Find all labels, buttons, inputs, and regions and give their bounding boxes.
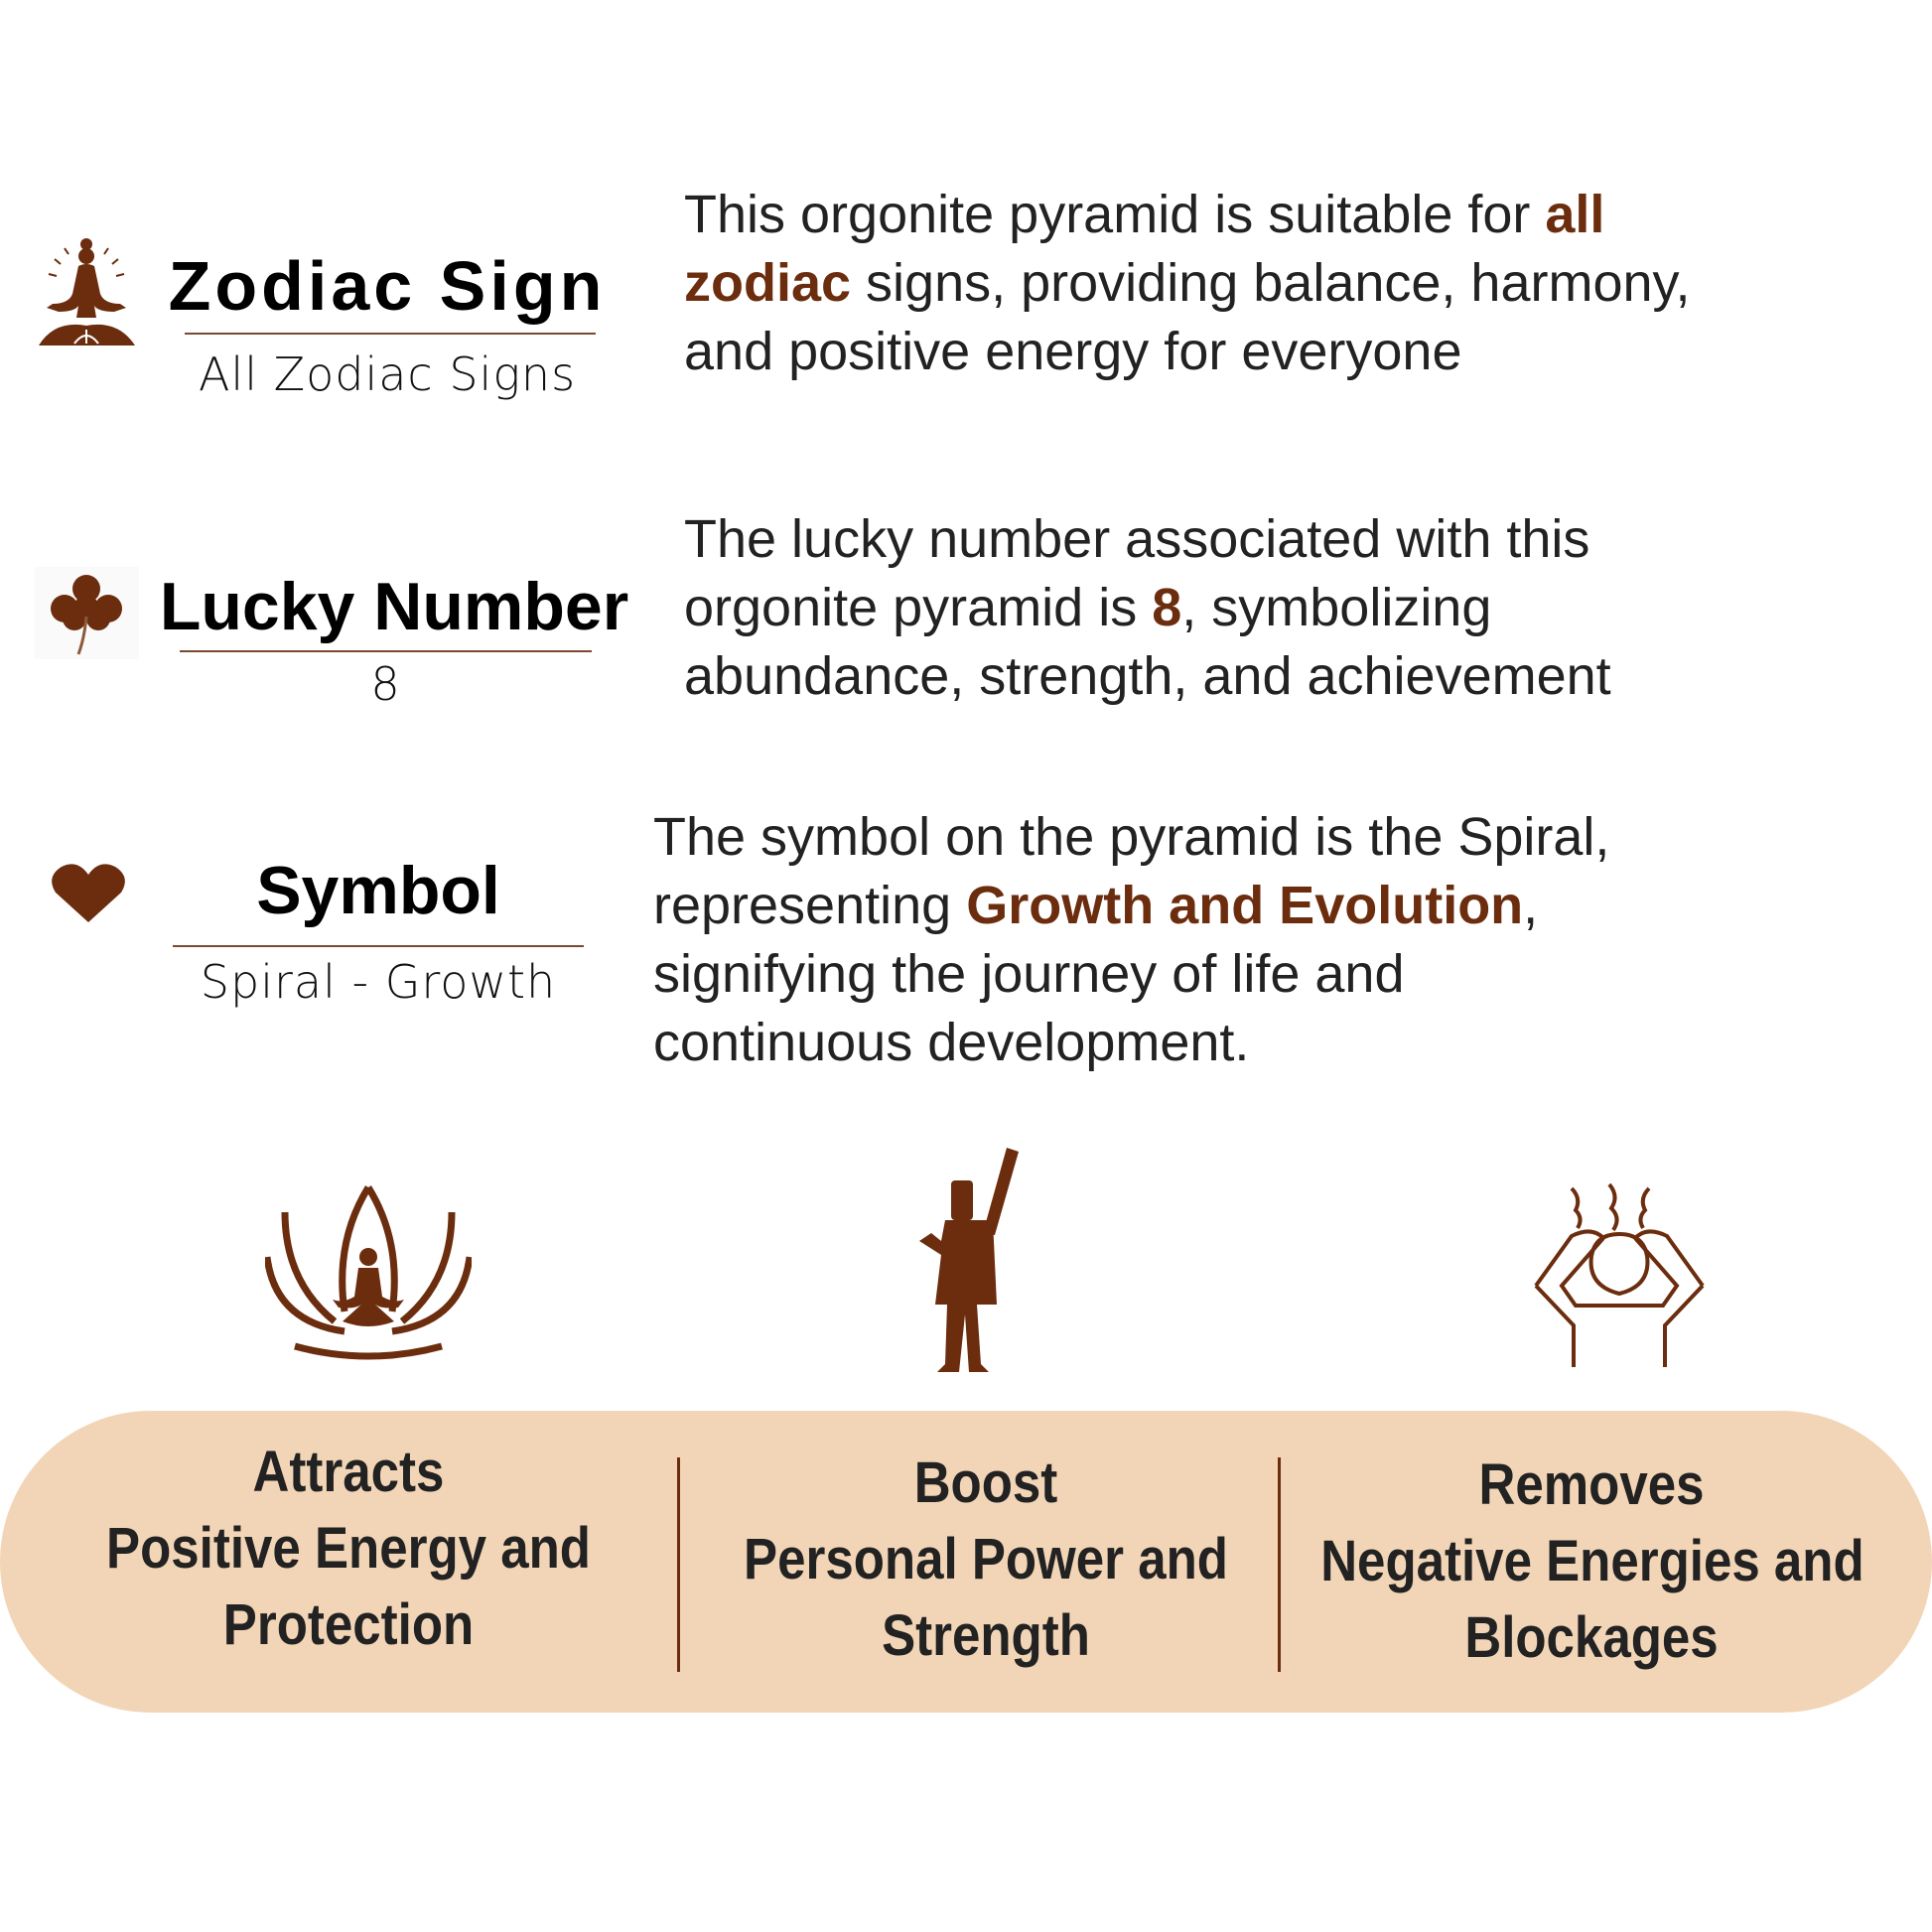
description-text: and positive energy for everyone [684, 322, 1462, 381]
zodiac-description: This orgonite pyramid is suitable for al… [684, 181, 1691, 386]
description-line: continuous development. [653, 1009, 1609, 1077]
benefit-personal-power: Boost Personal Power and Strength [724, 1445, 1248, 1674]
description-text: orgonite pyramid is [684, 578, 1153, 637]
symbol-title: Symbol [256, 853, 500, 928]
benefits-banner [0, 1411, 1932, 1713]
description-text: , symbolizing [1181, 578, 1492, 637]
description-line: abundance, strength, and achievement [684, 642, 1611, 711]
lucky-number-title: Lucky Number [159, 569, 629, 644]
benefit-line: Boost [913, 1450, 1058, 1515]
benefit-line: Positive Energy and [106, 1516, 591, 1581]
lucky-number-divider [180, 650, 592, 652]
description-text: signs, providing balance, harmony, [851, 253, 1691, 313]
zodiac-value: All Zodiac Signs [198, 347, 577, 401]
description-line: This orgonite pyramid is suitable for al… [684, 181, 1691, 249]
zodiac-title: Zodiac Sign [168, 247, 607, 325]
benefit-line: Protection [222, 1592, 475, 1657]
meditating-figure-icon [35, 234, 139, 351]
benefit-divider [1278, 1457, 1281, 1672]
benefit-line: Removes [1478, 1452, 1705, 1517]
benefit-line: Blockages [1464, 1605, 1719, 1670]
symbol-divider [173, 945, 584, 947]
description-line: and positive energy for everyone [684, 318, 1691, 386]
lucky-number-value: 8 [370, 657, 401, 711]
highlight-text: Growth and Evolution [966, 876, 1524, 935]
benefit-line: Personal Power and [744, 1527, 1228, 1591]
zodiac-divider [185, 333, 596, 335]
benefit-line: Strength [882, 1603, 1090, 1668]
description-line: representing Growth and Evolution, [653, 872, 1609, 940]
benefit-removes-negative: Removes Negative Energies and Blockages [1320, 1447, 1863, 1676]
description-text: abundance, strength, and achievement [684, 646, 1611, 706]
description-text: , [1523, 876, 1539, 935]
description-text: representing [653, 876, 967, 935]
symbol-description: The symbol on the pyramid is the Spiral,… [653, 803, 1609, 1077]
benefit-divider [677, 1457, 680, 1672]
symbol-value: Spiral - Growth [200, 955, 557, 1009]
description-text: This orgonite pyramid is suitable for [684, 185, 1546, 244]
description-text: signifying the journey of life and [653, 944, 1405, 1004]
clover-icon [35, 567, 139, 659]
description-text: continuous development. [653, 1013, 1250, 1072]
description-text: The lucky number associated with this [684, 509, 1590, 569]
description-line: orgonite pyramid is 8, symbolizing [684, 574, 1611, 642]
stressed-head-icon [1532, 1176, 1707, 1368]
highlight-text: 8 [1152, 578, 1182, 637]
benefit-positive-energy: Attracts Positive Energy and Protection [86, 1434, 611, 1663]
highlight-text: zodiac [684, 253, 852, 313]
lotus-meditation-icon [265, 1182, 472, 1368]
benefit-line: Attracts [252, 1440, 445, 1504]
description-line: signifying the journey of life and [653, 940, 1609, 1009]
benefit-line: Negative Energies and [1320, 1529, 1864, 1593]
description-line: zodiac signs, providing balance, harmony… [684, 249, 1691, 318]
description-line: The symbol on the pyramid is the Spiral, [653, 803, 1609, 872]
highlight-text: all [1545, 185, 1605, 244]
raised-fist-man-icon [911, 1146, 1023, 1374]
description-line: The lucky number associated with this [684, 505, 1611, 574]
description-text: The symbol on the pyramid is the Spiral, [653, 807, 1610, 867]
heart-icon [50, 863, 127, 924]
